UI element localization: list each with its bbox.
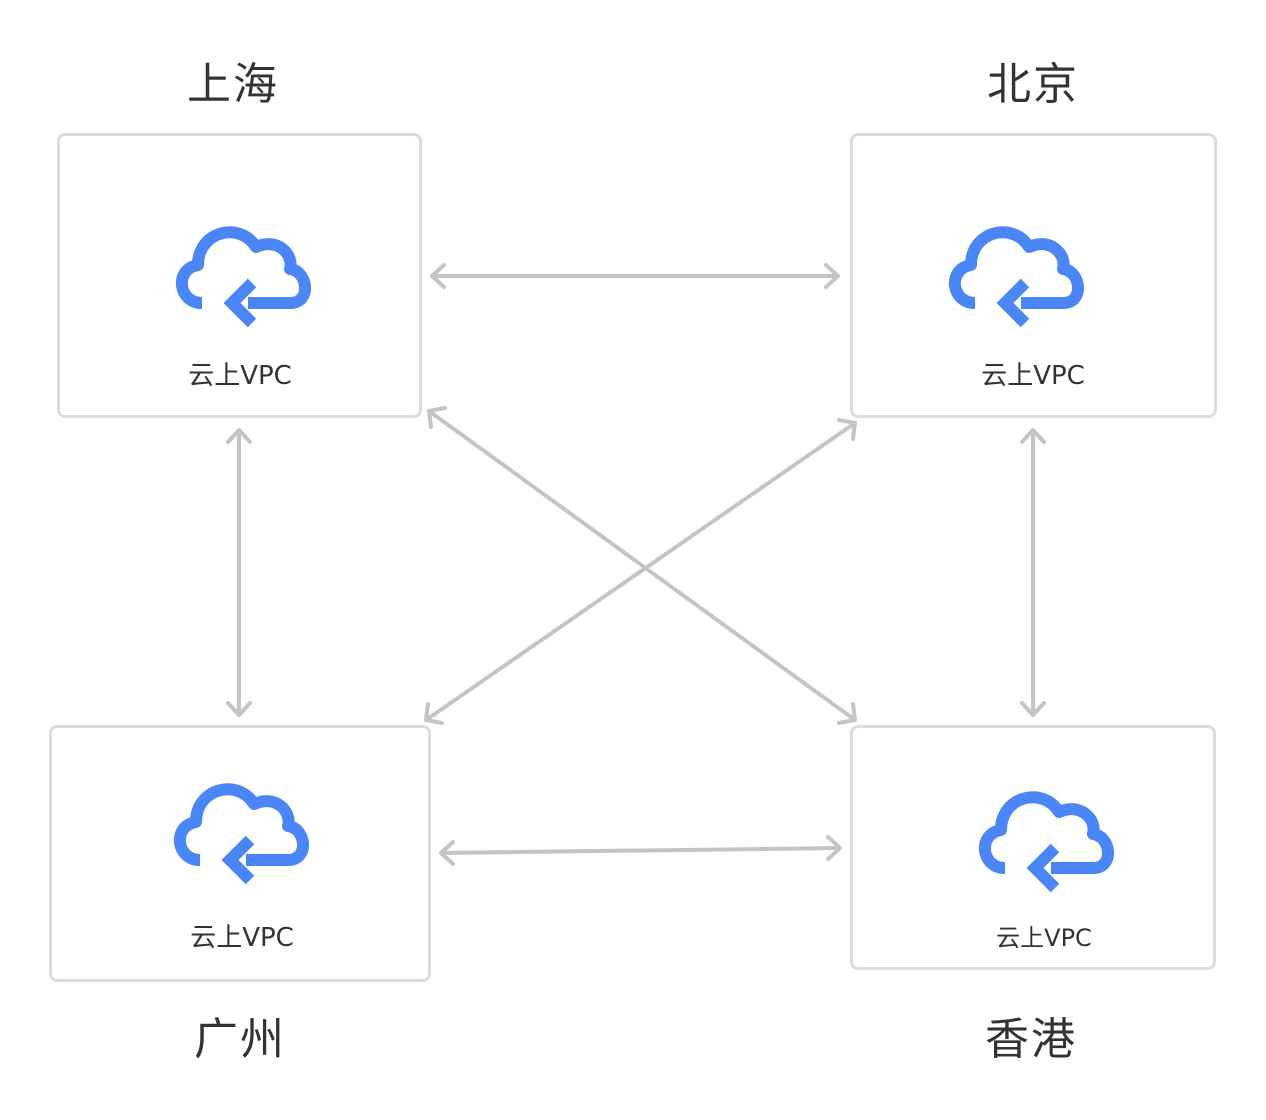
cloud-vpc-icon [949, 226, 1084, 328]
vpc-node-guangzhou[interactable]: 云上VPC [49, 725, 431, 982]
connection-shanghai-hongkong [427, 406, 857, 725]
cloud-vpc-icon [176, 226, 311, 328]
region-title-beijing: 北京 [987, 59, 1079, 110]
connection-beijing-guangzhou [424, 418, 857, 725]
vpc-label: 云上VPC [996, 924, 1092, 952]
region-title-guangzhou: 广州 [194, 1014, 286, 1065]
cloud-vpc-icon [174, 783, 309, 885]
vpc-node-shanghai[interactable]: 云上VPC [57, 133, 422, 418]
vpc-node-hongkong[interactable]: 云上VPC [850, 725, 1216, 970]
region-title-hongkong: 香港 [985, 1014, 1077, 1065]
region-title-shanghai: 上海 [187, 59, 279, 110]
connection-shanghai-guangzhou [226, 428, 252, 717]
connection-shanghai-beijing [430, 263, 840, 289]
cloud-vpc-icon [979, 791, 1114, 893]
connection-guangzhou-hongkong [439, 835, 842, 866]
connection-beijing-hongkong [1020, 428, 1046, 717]
vpc-label: 云上VPC [190, 923, 294, 953]
vpc-label: 云上VPC [188, 361, 292, 391]
vpc-node-beijing[interactable]: 云上VPC [850, 133, 1217, 418]
vpc-label: 云上VPC [981, 361, 1085, 391]
